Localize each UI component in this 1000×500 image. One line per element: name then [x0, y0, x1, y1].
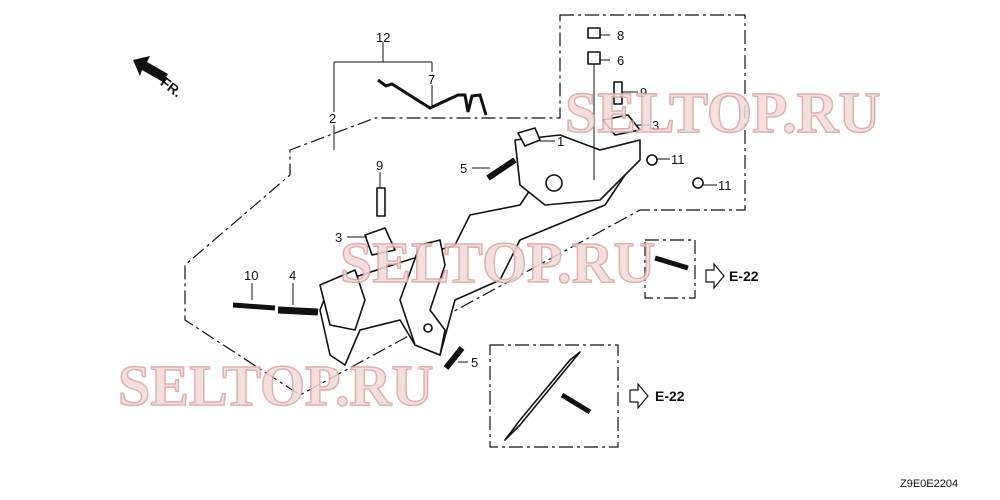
diagram-code: Z9E0E2204 [900, 478, 958, 490]
callout-3: 3 [652, 118, 659, 133]
callout-11: 11 [718, 178, 732, 193]
outline-arrow-icon [629, 382, 649, 410]
callout-10: 10 [244, 268, 258, 283]
part-3-clamp [602, 114, 641, 136]
watermark: SELTOP.RU [565, 80, 880, 145]
assembly-outline [184, 14, 746, 396]
callout-7: 7 [428, 72, 435, 87]
callout-6: 6 [617, 53, 624, 68]
callout-2: 2 [329, 111, 336, 126]
part-6-nut [587, 51, 601, 65]
callout-12: 12 [376, 30, 390, 45]
front-arrow-icon [133, 56, 168, 82]
pivot-boss [545, 174, 563, 192]
part-9-bolt [613, 81, 623, 105]
front-bracket [319, 269, 366, 331]
watermark: SELTOP.RU [118, 353, 433, 418]
watermark: SELTOP.RU [340, 230, 655, 295]
callout-9: 9 [376, 158, 383, 173]
base-plate [319, 159, 626, 366]
flange-bolt [560, 392, 592, 415]
part-5-spring [443, 346, 465, 370]
part-1-clip [517, 127, 541, 147]
part-8-cap [587, 27, 601, 39]
return-spring [504, 351, 581, 441]
leader-lines [251, 34, 717, 363]
outline-arrow-icon [705, 262, 725, 290]
part-5-spring [486, 157, 517, 181]
callout-9: 9 [640, 85, 647, 100]
part-9-bolt [376, 187, 386, 217]
spring-group-outline [489, 344, 619, 448]
callout-bracket [333, 42, 433, 150]
callout-5: 5 [471, 355, 478, 370]
reference-e22[interactable]: E-22 [629, 382, 685, 410]
reference-e22[interactable]: E-22 [705, 262, 759, 290]
part-10-bolt [232, 302, 276, 311]
governor-plate [514, 134, 641, 206]
side-bracket [399, 239, 446, 356]
callout-11: 11 [671, 152, 685, 167]
reference-label[interactable]: E-22 [729, 268, 759, 284]
part-11-washer [646, 154, 658, 166]
control-rod [377, 78, 488, 116]
callout-1: 1 [557, 134, 564, 149]
callout-5: 5 [460, 161, 467, 176]
part-4-spring [277, 306, 319, 316]
callout-4: 4 [289, 268, 296, 283]
bolt-group-outline [644, 239, 696, 299]
part-11-washer [692, 177, 704, 189]
plate-hole [423, 323, 433, 333]
reference-label[interactable]: E-22 [655, 388, 685, 404]
part-3-clamp [364, 227, 396, 256]
callout-8: 8 [617, 28, 624, 43]
callout-3: 3 [335, 230, 342, 245]
flange-bolt [654, 255, 689, 271]
